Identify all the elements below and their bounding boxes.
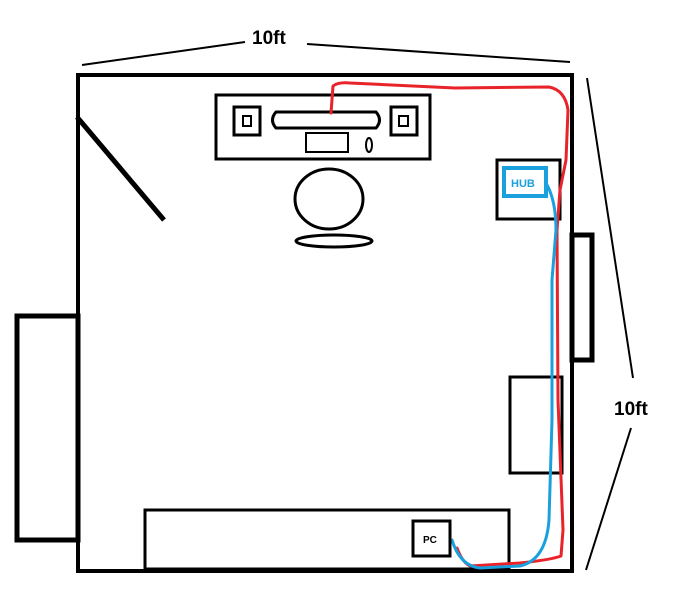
top-dimension-label: 10ft bbox=[252, 28, 286, 49]
top-dimension-line-right bbox=[306, 43, 571, 63]
right-dimension-line-lower bbox=[585, 427, 632, 571]
entertainment-center bbox=[214, 93, 432, 161]
rug bbox=[294, 233, 374, 249]
left-window bbox=[14, 313, 81, 543]
right-window bbox=[569, 232, 595, 363]
hub-label: HUB bbox=[511, 178, 535, 190]
door bbox=[75, 115, 166, 222]
receiver bbox=[305, 132, 349, 153]
hub-device: HUB bbox=[502, 166, 548, 198]
blue-cable bbox=[450, 181, 558, 570]
top-dimension: 10ft bbox=[81, 28, 571, 66]
hub-box bbox=[502, 166, 548, 198]
right-dimension: 10ft bbox=[585, 77, 648, 571]
left-speaker-cone bbox=[242, 115, 252, 127]
right-dimension-label: 10ft bbox=[614, 399, 648, 420]
desk bbox=[143, 508, 511, 571]
round-table bbox=[293, 167, 365, 231]
tv bbox=[271, 110, 381, 130]
right-speaker-cone bbox=[398, 115, 409, 127]
pc-box bbox=[411, 519, 452, 558]
left-speaker bbox=[232, 105, 262, 137]
right-dimension-line-upper bbox=[586, 77, 634, 379]
right-cabinet bbox=[508, 375, 564, 475]
pc-label: PC bbox=[423, 535, 437, 546]
subwoofer-port bbox=[365, 137, 373, 153]
pc-device: PC bbox=[411, 519, 452, 558]
top-dimension-line-left bbox=[81, 41, 246, 66]
